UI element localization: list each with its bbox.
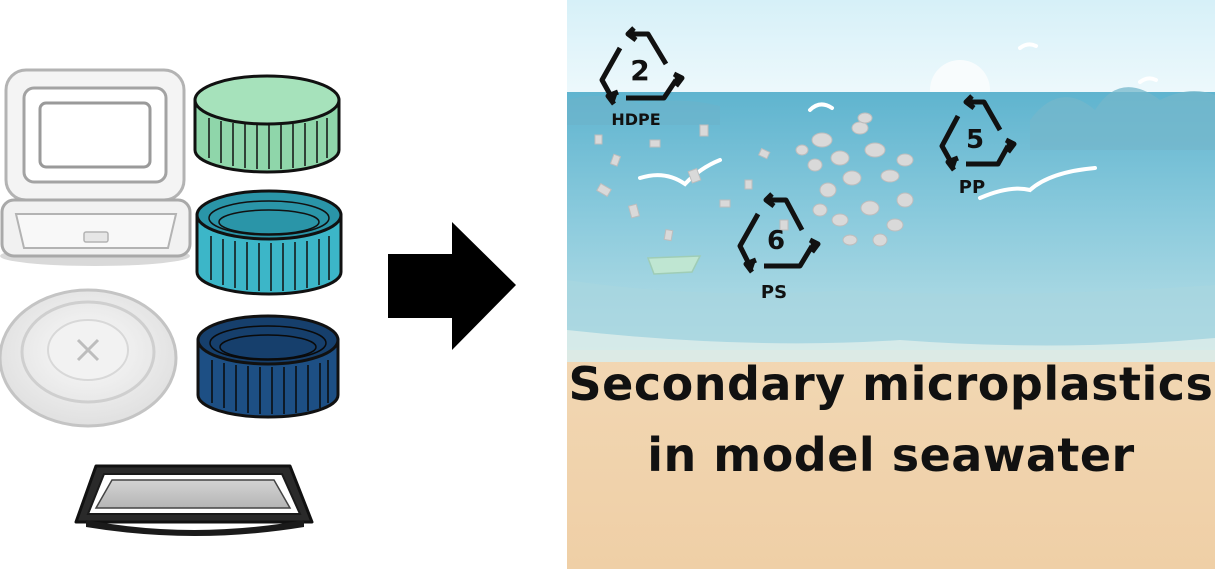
bottle-cap-light-green	[193, 74, 341, 174]
recycle-triangle-icon	[599, 26, 685, 106]
caption-line-1: Secondary microplastics	[568, 357, 1214, 411]
recycle-triangle-icon	[939, 94, 1017, 172]
recycling-code-ps: 6 PS	[737, 192, 821, 303]
code-number-5: 5	[966, 125, 984, 155]
floating-fragment	[646, 255, 702, 275]
recycling-code-pp: 5 PP	[939, 94, 1017, 198]
caption-line-2: in model seawater	[647, 428, 1135, 482]
code-label-ps: PS	[761, 282, 787, 303]
code-label-pp: PP	[959, 177, 985, 198]
process-arrow	[388, 222, 516, 350]
recycle-triangle-icon	[737, 192, 821, 274]
code-label-hdpe: HDPE	[611, 110, 660, 129]
clamshell-container	[0, 68, 192, 266]
bottle-cap-dark-blue	[196, 314, 340, 419]
recycling-code-hdpe: 2 HDPE	[599, 26, 685, 129]
bottle-cap-teal	[195, 189, 343, 296]
seagulls	[638, 42, 1158, 200]
clear-plastic-lid	[0, 288, 178, 428]
code-number-2: 2	[630, 54, 649, 87]
microplastic-particles	[594, 112, 914, 247]
foam-tray	[74, 464, 314, 536]
code-number-6: 6	[767, 226, 785, 256]
